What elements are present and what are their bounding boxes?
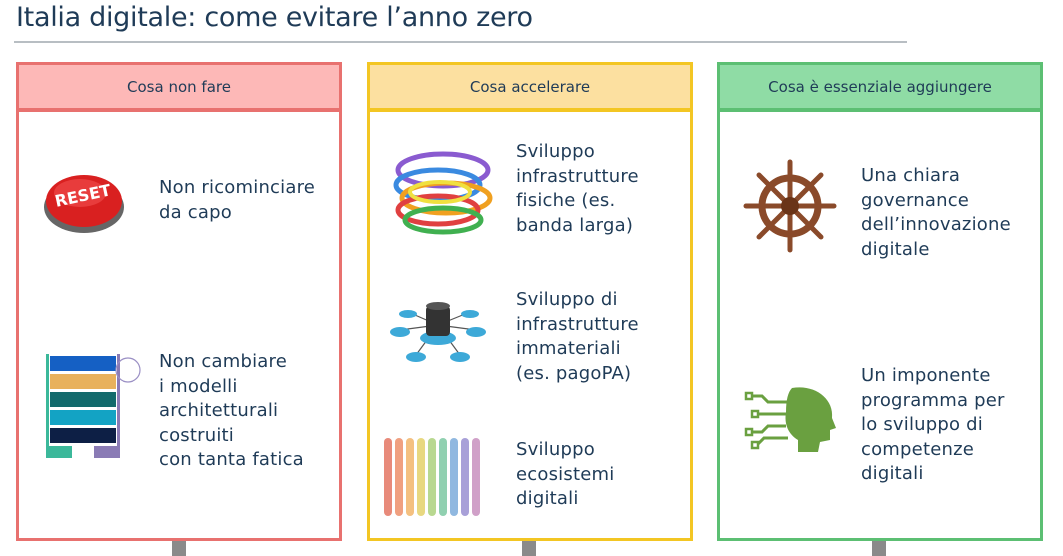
panel-header: Cosa accelerare: [370, 65, 690, 112]
panel-post: [172, 541, 186, 556]
panel-header: Cosa non fare: [19, 65, 339, 112]
server-network-icon: [388, 300, 488, 374]
network-cables-icon: [388, 140, 498, 244]
panel-header: Cosa è essenziale aggiungere: [720, 65, 1040, 112]
architecture-diagram-icon: [44, 354, 144, 468]
digital-head-icon: [744, 384, 838, 458]
panel-cosa-aggiungere: Cosa è essenziale aggiungere: [717, 62, 1043, 541]
panel-post: [522, 541, 536, 556]
ship-wheel-icon: [742, 158, 838, 258]
title-divider: [14, 41, 907, 43]
page-title: Italia digitale: come evitare l’anno zer…: [16, 2, 533, 33]
ecosystem-bars-icon: [384, 438, 488, 522]
panel-post: [872, 541, 886, 556]
reset-button-icon: RESET: [42, 165, 126, 239]
panel-cosa-non-fare: Cosa non fare: [16, 62, 342, 541]
